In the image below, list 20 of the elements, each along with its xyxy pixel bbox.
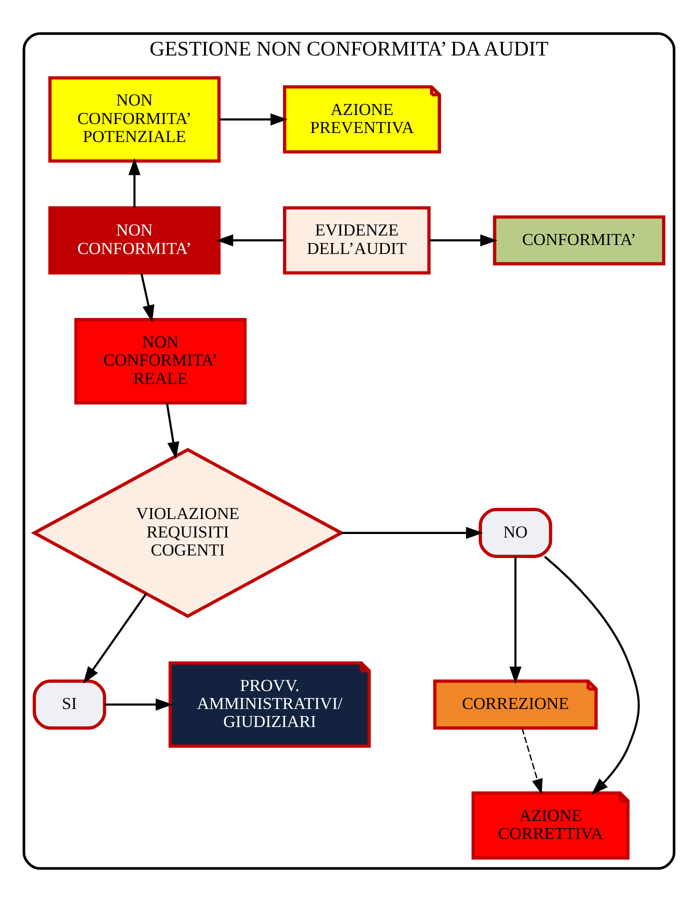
arrow bbox=[544, 555, 640, 794]
arrow bbox=[219, 112, 288, 125]
arrow bbox=[216, 234, 284, 246]
arrow bbox=[429, 234, 498, 246]
arrow bbox=[166, 402, 180, 459]
arrow bbox=[509, 556, 522, 684]
arrow bbox=[140, 272, 154, 322]
arrow bbox=[104, 698, 173, 710]
arrow bbox=[521, 727, 543, 794]
node-box: NON CONFORMITA’ REALE bbox=[74, 318, 247, 404]
arrow bbox=[83, 592, 147, 684]
node-diamond: VIOLAZIONE REQUISITI COGENTI bbox=[30, 447, 345, 618]
node-box: CONFORMITA’ bbox=[493, 214, 666, 265]
node-box: NON CONFORMITA’ POTENZIALE bbox=[48, 76, 221, 162]
node-box: EVIDENZE DELL’AUDIT bbox=[283, 206, 431, 274]
arrow bbox=[128, 157, 140, 208]
arrow bbox=[341, 526, 484, 538]
node-box: NO bbox=[478, 507, 552, 558]
node-box: NON CONFORMITA’ bbox=[48, 206, 221, 274]
node-box: SI bbox=[32, 679, 106, 730]
